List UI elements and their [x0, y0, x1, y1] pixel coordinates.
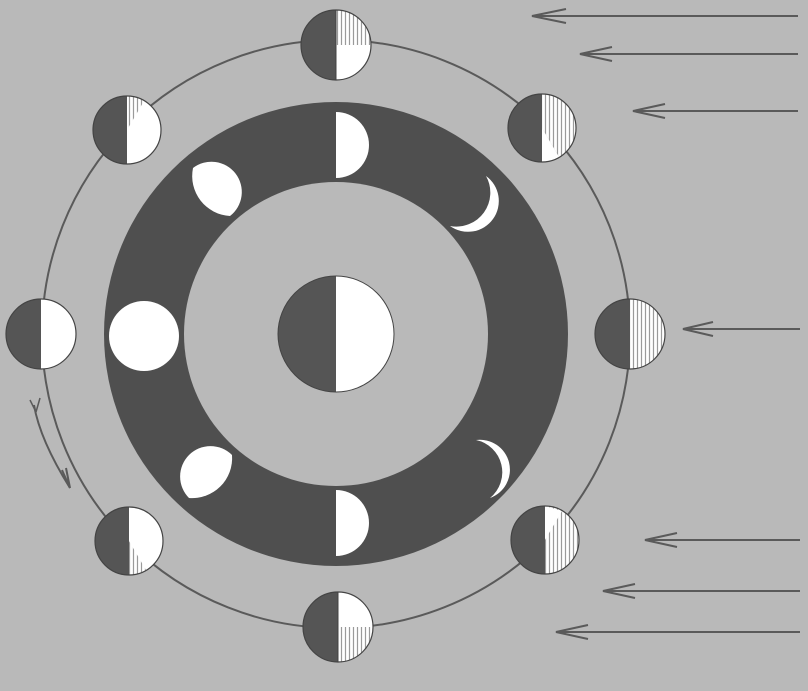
- sun-ray: [683, 322, 800, 336]
- orbit-moon-bottom-right: [511, 506, 579, 574]
- orbit-moon-top-left: [93, 96, 161, 164]
- earth: [278, 276, 394, 392]
- sun-ray: [633, 104, 798, 118]
- phase-view-full-moon: [109, 301, 179, 371]
- orbit-moon-bottom: [303, 592, 373, 662]
- orbit-moon-bottom-left: [95, 507, 163, 575]
- sun-ray: [556, 625, 800, 639]
- sun-ray: [603, 584, 800, 598]
- orbit-moon-top: [301, 10, 371, 80]
- sun-ray: [580, 47, 798, 61]
- sun-ray: [645, 533, 800, 547]
- sun-ray: [532, 9, 798, 23]
- orbit-moon-left: [6, 299, 76, 369]
- orbit-moon-top-right: [508, 94, 576, 162]
- orbit-moon-right: [595, 299, 665, 369]
